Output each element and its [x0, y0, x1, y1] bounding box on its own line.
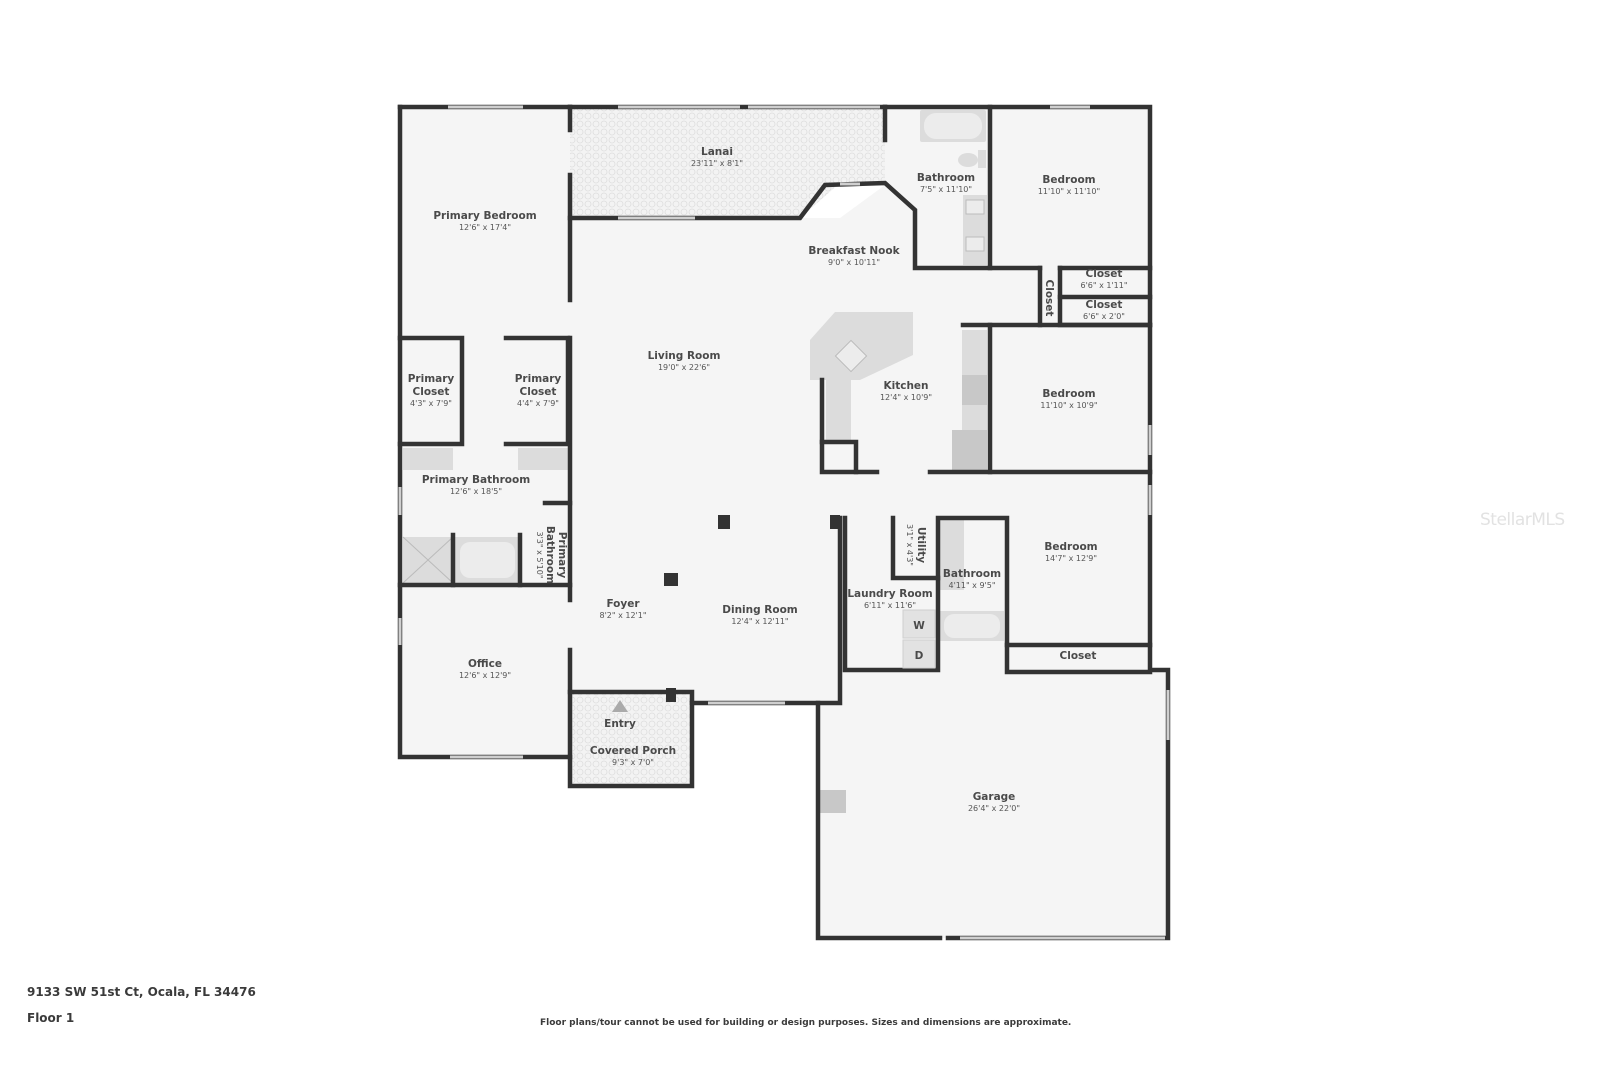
kitchen-label: Kitchen — [883, 380, 928, 392]
closet-label: Closet — [1060, 650, 1097, 662]
toilet-icon — [958, 153, 978, 167]
breakfast-nook-label: Breakfast Nook — [808, 245, 900, 257]
windows — [398, 105, 1170, 940]
office-label: Office — [468, 658, 502, 670]
bedroom-dim: 11'10" x 11'10" — [1038, 187, 1100, 196]
watermark: StellarMLS — [1480, 510, 1565, 530]
columns — [664, 515, 840, 702]
closet-label: Closet — [1086, 299, 1123, 311]
primary-closet-dim: 4'3" x 7'9" — [410, 399, 452, 408]
primary-bathroom-wc-dim: 3'3" x 5'10" — [535, 531, 544, 578]
washer-label: W — [913, 620, 925, 632]
lanai-dim: 23'11" x 8'1" — [691, 159, 743, 168]
primary-closet-label: Closet — [520, 386, 557, 398]
entry-label: Entry — [604, 718, 636, 730]
foyer-label: Foyer — [606, 598, 640, 610]
primary-closet-dim: 4'4" x 7'9" — [517, 399, 559, 408]
breakfast-nook-dim: 9'0" x 10'11" — [828, 258, 880, 267]
laundry-room-label: Laundry Room — [847, 588, 932, 600]
garage-label: Garage — [973, 791, 1016, 803]
primary-bathroom-label: Primary Bathroom — [422, 474, 530, 486]
primary-bathroom-wc-label: Primary — [556, 532, 568, 579]
living-room-label: Living Room — [648, 350, 721, 362]
disclaimer: Floor plans/tour cannot be used for buil… — [540, 1018, 1072, 1028]
bedroom-label: Bedroom — [1044, 541, 1097, 553]
entry-arrow-icon — [612, 700, 628, 712]
bedroom-dim: 11'10" x 10'9" — [1040, 401, 1097, 410]
primary-bathroom-wc-label: Bathroom — [544, 526, 556, 584]
porch-floor — [570, 692, 692, 786]
lanai-label: Lanai — [701, 146, 733, 158]
closet-dim: 6'6" x 1'11" — [1080, 281, 1127, 290]
bathroom-dim: 4'11" x 9'5" — [948, 581, 995, 590]
sink-icon — [834, 339, 868, 373]
closet-dim: 6'6" x 2'0" — [1083, 312, 1125, 321]
utility-dim: 3'1" x 4'3" — [905, 524, 914, 566]
primary-bathroom-dim: 12'6" x 18'5" — [450, 487, 502, 496]
utility-label: Utility — [915, 527, 927, 563]
dining-room-label: Dining Room — [722, 604, 798, 616]
dining-room-dim: 12'4" x 12'11" — [731, 617, 788, 626]
primary-closet-label: Primary — [408, 373, 455, 385]
bedroom-label: Bedroom — [1042, 174, 1095, 186]
dryer-label: D — [915, 650, 924, 662]
stove-icon — [962, 375, 987, 405]
refrigerator-icon — [952, 430, 987, 470]
bathroom-dim: 7'5" x 11'10" — [920, 185, 972, 194]
primary-closet-label: Closet — [413, 386, 450, 398]
living-room-dim: 19'0" x 22'6" — [658, 363, 710, 372]
primary-closet-label: Primary — [515, 373, 562, 385]
closet-label: Closet — [1086, 268, 1123, 280]
bathroom-label: Bathroom — [943, 568, 1001, 580]
bedroom-dim: 14'7" x 12'9" — [1045, 554, 1097, 563]
fixtures — [402, 110, 1004, 813]
garage-dim: 26'4" x 22'0" — [968, 804, 1020, 813]
floor-areas — [400, 107, 1168, 938]
kitchen-island — [810, 312, 913, 380]
water-heater-icon — [820, 790, 846, 813]
kitchen-dim: 12'4" x 10'9" — [880, 393, 932, 402]
bathroom-label: Bathroom — [917, 172, 975, 184]
property-address: 9133 SW 51st Ct, Ocala, FL 34476 — [27, 985, 256, 999]
lanai-floor — [570, 107, 885, 218]
office-dim: 12'6" x 12'9" — [459, 671, 511, 680]
primary-bedroom-label: Primary Bedroom — [433, 210, 536, 222]
primary-bedroom-dim: 12'6" x 17'4" — [459, 223, 511, 232]
covered-porch-dim: 9'3" x 7'0" — [612, 758, 654, 767]
washer-dryer: W D — [902, 609, 936, 669]
room-labels: Lanai 23'11" x 8'1" Primary Bedroom 12'6… — [408, 146, 1128, 813]
covered-porch-label: Covered Porch — [590, 745, 676, 757]
foyer-dim: 8'2" x 12'1" — [599, 611, 646, 620]
closet-label: Closet — [1043, 280, 1055, 317]
floor-label: Floor 1 — [27, 1011, 75, 1025]
laundry-room-dim: 6'11" x 11'6" — [864, 601, 916, 610]
bedroom-label: Bedroom — [1042, 388, 1095, 400]
